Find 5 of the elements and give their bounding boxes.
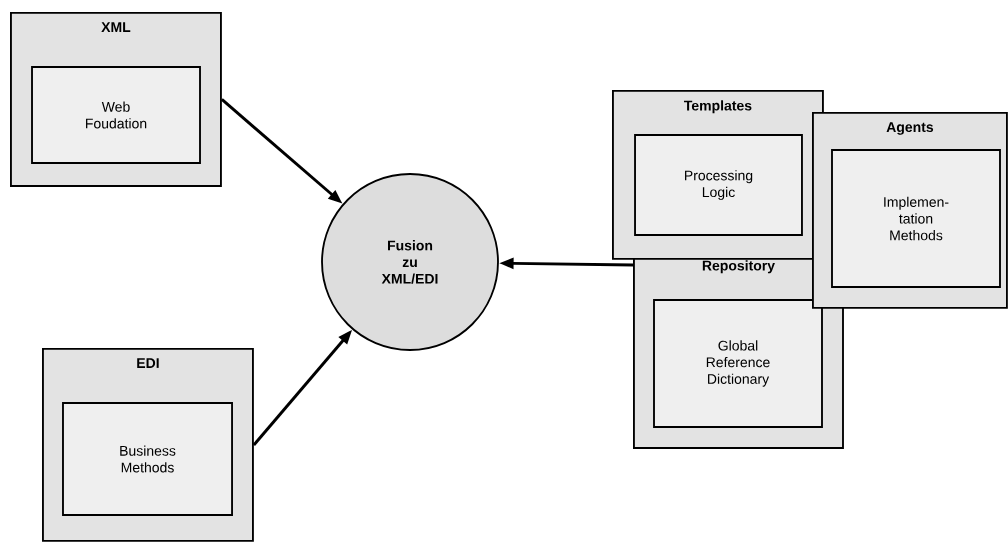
process-box: Web Foudation (31, 66, 201, 164)
process-box: Business Methods (62, 402, 233, 516)
process-box: Implemen- tation Methods (831, 149, 1001, 288)
process-box: Processing Logic (634, 134, 803, 236)
process-box: Global Reference Dictionary (653, 299, 823, 428)
